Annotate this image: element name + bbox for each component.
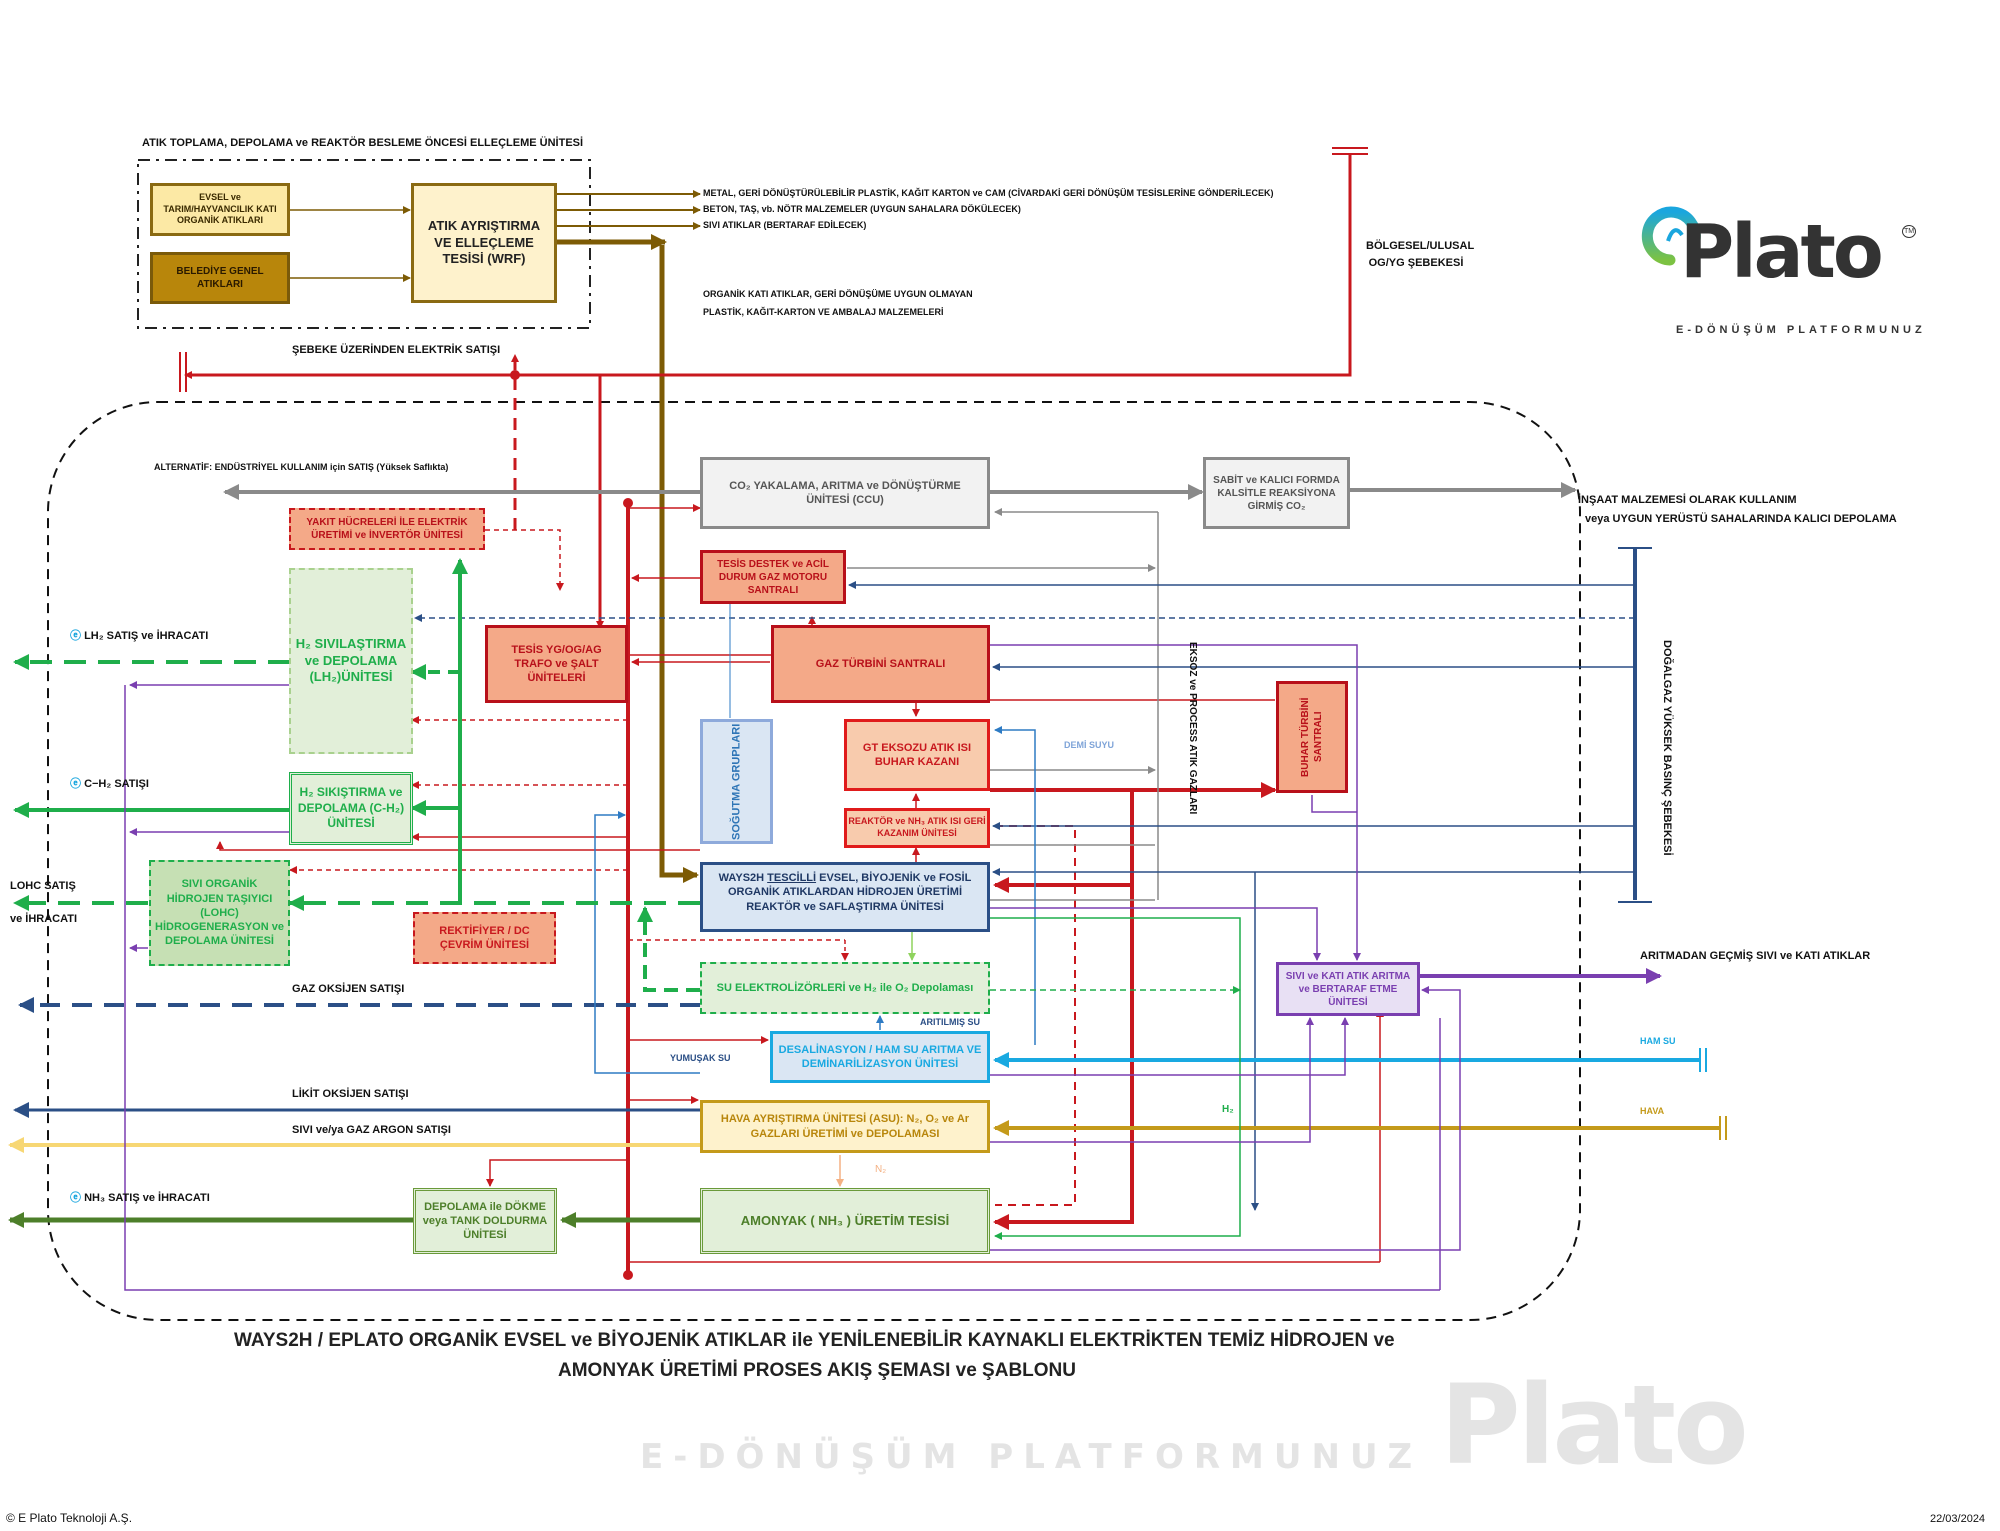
output-beton: BETON, TAŞ, vb. NÖTR MALZEMELER (UYGUN S…	[703, 204, 1021, 214]
unit-wrf[interactable]: ATIK AYRIŞTIRMA VE ELLEÇLEME TESİSİ (WRF…	[411, 183, 557, 303]
diagram-title-line1: WAYS2H / EPLATO ORGANİK EVSEL ve BİYOJEN…	[234, 1330, 1395, 1351]
ways2h-registered: TESCİLLİ	[767, 872, 817, 884]
lh2-sale-text: LH₂ SATIŞ ve İHRACATI	[84, 630, 209, 642]
eplato-mark-icon: ⓔ	[70, 778, 81, 790]
unit-desalination[interactable]: DESALİNASYON / HAM SU ARITMA VE DEMİNARİ…	[770, 1031, 990, 1083]
n2-label: N₂	[875, 1164, 887, 1175]
ch2-sale-text: C−H₂ SATIŞI	[84, 778, 149, 790]
output-metal: METAL, GERİ DÖNÜŞTÜRÜLEBİLİR PLASTİK, KA…	[703, 188, 1274, 198]
nh3-sale-label: ⓔ NH₃ SATIŞ ve İHRACATI	[70, 1192, 210, 1205]
unit-waste-treatment[interactable]: SIVI ve KATI ATIK ARITMA ve BERTARAF ETM…	[1276, 962, 1420, 1016]
unit-trafo[interactable]: TESİS YG/OG/AG TRAFO ve ŞALT ÜNİTELERİ	[485, 625, 628, 703]
output-organik-2: PLASTİK, KAĞIT-KARTON VE AMBALAJ MALZEME…	[703, 307, 944, 317]
ways2h-prefix: WAYS2H	[718, 872, 765, 884]
unit-ccu[interactable]: CO₂ YAKALAMA, ARITMA ve DÖNÜŞTÜRME ÜNİTE…	[700, 457, 990, 529]
ways2h-description: EVSEL, BİYOJENİK ve FOSİL ORGANİK ATIKLA…	[727, 872, 972, 913]
watermark-tagline: E-DÖNÜŞÜM PLATFORMUNUZ	[640, 1437, 1423, 1477]
unit-lohc[interactable]: SIVI ORGANİK HİDROJEN TAŞIYICI (LOHC) Hİ…	[149, 860, 290, 966]
unit-nh3-storage[interactable]: DEPOLAMA ile DÖKME veya TANK DOLDURMA ÜN…	[413, 1188, 557, 1254]
diagram-title-line2: AMONYAK ÜRETİMİ PROSES AKIŞ ŞEMASI ve ŞA…	[558, 1360, 1077, 1381]
demi-water-label: DEMİ SUYU	[1064, 740, 1115, 750]
regional-grid-label: BÖLGESEL/ULUSAL OG/YG ŞEBEKESİ	[1366, 240, 1475, 269]
plant-boundary	[47, 401, 1581, 1321]
grid-sale-label: ŞEBEKE ÜZERİNDEN ELEKTRİK SATIŞI	[292, 344, 501, 356]
unit-gt-boiler[interactable]: GT EKSOZU ATIK ISI BUHAR KAZANI	[844, 719, 990, 791]
alt-sale-label: ALTERNATİF: ENDÜSTRİYEL KULLANIM için SA…	[154, 462, 449, 472]
gas-network-label: DOĞALGAZ YÜKSEK BASINÇ ŞEBEKESİ	[1661, 640, 1674, 856]
unit-lh2[interactable]: H₂ SIVILAŞTIRMA ve DEPOLAMA (LH₂)ÜNİTESİ	[289, 568, 413, 754]
eplato-mark-icon: ⓔ	[70, 1192, 81, 1204]
unit-electrolyzer[interactable]: SU ELEKTROLİZÖRLERİ ve H₂ ile O₂ Depolam…	[700, 962, 990, 1014]
raw-water-label: HAM SU	[1640, 1036, 1676, 1046]
output-sivi: SIVI ATIKLAR (BERTARAF EDİLECEK)	[703, 220, 867, 230]
lohc-sale-label-1: LOHC SATIŞ	[10, 880, 76, 892]
unit-rectifier[interactable]: REKTİFİYER / DC ÇEVRİM ÜNİTESİ	[413, 912, 556, 964]
logo-tm: TM	[1902, 225, 1917, 238]
logo-tagline: E-DÖNÜŞÜM PLATFORMUNUZ	[1676, 324, 1926, 336]
gas-oxygen-label: GAZ OKSİJEN SATIŞI	[292, 983, 405, 995]
unit-ways2h-reactor[interactable]: WAYS2H TESCİLLİ EVSEL, BİYOJENİK ve FOSİ…	[700, 862, 990, 932]
unit-evsel-waste[interactable]: EVSEL ve TARIM/HAYVANCILIK KATI ORGANİK …	[150, 183, 290, 236]
construction-label-1: İNŞAAT MALZEMESİ OLARAK KULLANIM	[1578, 494, 1797, 506]
watermark-logo: Plato	[1440, 1361, 1749, 1489]
air-label: HAVA	[1640, 1106, 1665, 1116]
unit-heat-recovery[interactable]: REAKTÖR ve NH₃ ATIK ISI GERİ KAZANIM ÜNİ…	[844, 808, 990, 848]
plato-logo: Plato TM E-DÖNÜŞÜM PLATFORMUNUZ	[1640, 195, 1922, 345]
nh3-sale-text: NH₃ SATIŞ ve İHRACATI	[84, 1192, 210, 1204]
output-organik-1: ORGANİK KATI ATIKLAR, GERİ DÖNÜŞÜME UYGU…	[703, 289, 973, 299]
construction-label-2: veya UYGUN YERÜSTÜ SAHALARINDA KALICI DE…	[1585, 513, 1897, 525]
waste-out-label: ARITMADAN GEÇMİŞ SIVI ve KATI ATIKLAR	[1640, 950, 1871, 962]
exhaust-gases-label: EKSOZ ve PROCESS ATIK GAZLARI	[1187, 642, 1198, 815]
argon-label: SIVI ve/ya GAZ ARGON SATIŞI	[292, 1124, 451, 1136]
footer-copyright: © E Plato Teknoloji A.Ş.	[6, 1511, 133, 1525]
eplato-mark-icon: ⓔ	[70, 630, 81, 642]
unit-ammonia[interactable]: AMONYAK ( NH₃ ) ÜRETİM TESİSİ	[700, 1188, 990, 1254]
logo-brand: Plato	[1680, 209, 1884, 295]
unit-steam-turbine[interactable]: BUHAR TÜRBİNİ SANTRALI	[1276, 681, 1348, 793]
footer-date: 22/03/2024	[1930, 1513, 1986, 1525]
unit-fuel-cell[interactable]: YAKIT HÜCRELERİ İLE ELEKTRİK ÜRETİMİ ve …	[289, 508, 485, 550]
waste-section-title: ATIK TOPLAMA, DEPOLAMA ve REAKTÖR BESLEM…	[142, 137, 584, 149]
treated-water-label: ARITILMIŞ SU	[920, 1017, 980, 1027]
unit-ch2[interactable]: H₂ SIKIŞTIRMA ve DEPOLAMA (C-H₂) ÜNİTESİ	[289, 772, 413, 845]
logo-swirl-icon	[1641, 206, 1701, 266]
ch2-sale-label: ⓔ C−H₂ SATIŞI	[70, 778, 149, 791]
unit-co2-fixed[interactable]: SABİT ve KALICI FORMDA KALSİTLE REAKSİYO…	[1203, 457, 1350, 529]
unit-asu[interactable]: HAVA AYRIŞTIRMA ÜNİTESİ (ASU): N₂, O₂ ve…	[700, 1100, 990, 1153]
unit-cooling[interactable]: SOĞUTMA GRUPLARI	[700, 719, 773, 844]
h2-label: H₂	[1222, 1104, 1234, 1115]
waste-section-boundary	[137, 159, 591, 329]
lh2-sale-label: ⓔ LH₂ SATIŞ ve İHRACATI	[70, 630, 208, 643]
unit-municipal-waste[interactable]: BELEDİYE GENEL ATIKLARI	[150, 252, 290, 304]
soft-water-label: YUMUŞAK SU	[670, 1053, 731, 1063]
unit-gas-turbine[interactable]: GAZ TÜRBİNİ SANTRALI	[771, 625, 990, 703]
liquid-oxygen-label: LİKİT OKSİJEN SATIŞI	[292, 1088, 409, 1100]
unit-support-engine[interactable]: TESİS DESTEK ve ACİL DURUM GAZ MOTORU SA…	[700, 550, 846, 604]
lohc-sale-label-2: ve İHRACATI	[10, 913, 78, 925]
